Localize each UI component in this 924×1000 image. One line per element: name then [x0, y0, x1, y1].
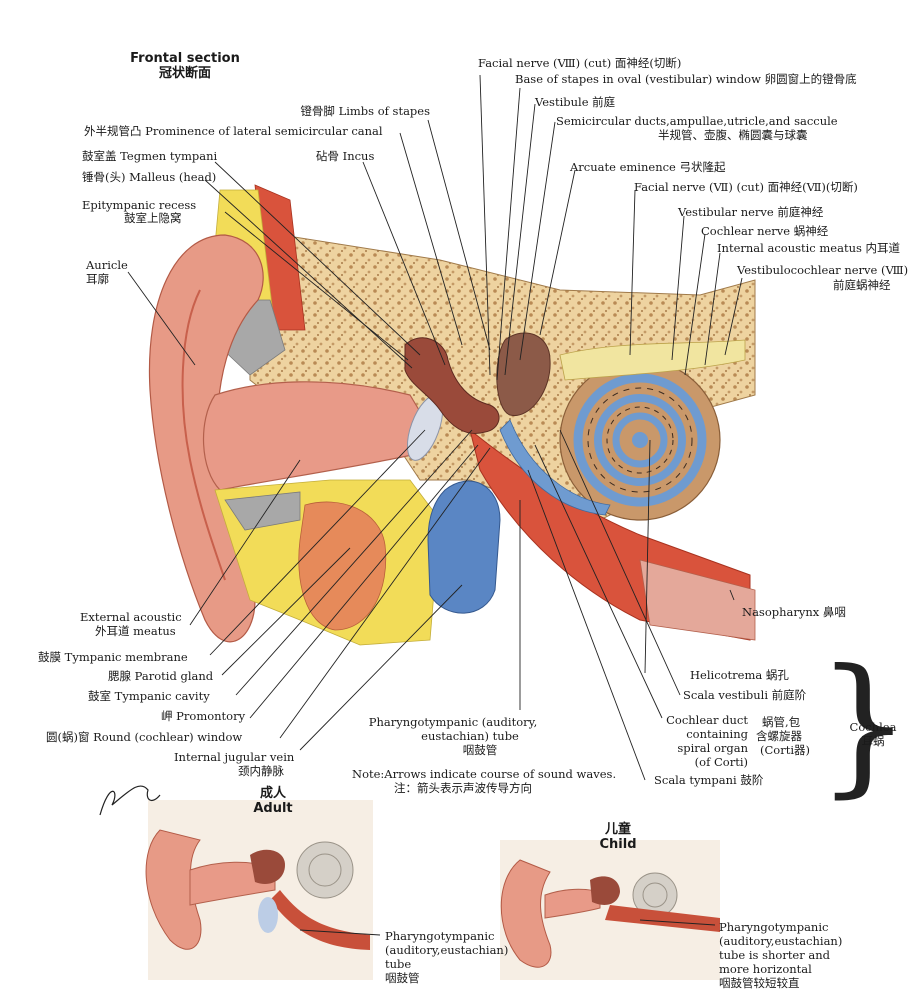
label-facial-nerve-right: Facial nerve (Ⅶ) (cut) 面神经(Ⅶ)(切断) — [634, 180, 858, 194]
label-helicotrema: Helicotrema 蜗孔 — [690, 668, 789, 682]
label-scala-tympani: Scala tympani 鼓阶 — [654, 773, 764, 787]
cochlea-brace: } — [816, 638, 912, 812]
label-limbs-of-stapes: 镫骨脚 Limbs of stapes — [300, 104, 430, 118]
label-vestibulocochlear-nerve: Vestibulocochlear nerve (Ⅷ) — [737, 263, 909, 277]
label-prominence-lateral-canal: 外半规管凸 Prominence of lateral semicircular… — [84, 124, 383, 138]
label-semicircular-ducts: Semicircular ducts,ampullae,utricle,and … — [556, 114, 838, 128]
main-section — [148, 184, 756, 646]
title-en: Frontal section — [130, 51, 240, 66]
title-zh: 冠状断面 — [158, 66, 211, 81]
label-semicircular-ducts-zh: 半规管、壶腹、椭圆囊与球囊 — [658, 128, 808, 142]
signature-mark — [99, 785, 161, 816]
child-inset — [500, 840, 720, 980]
label-auricle-zh: 耳廓 — [86, 272, 109, 286]
label-external-acoustic: External acoustic — [80, 610, 182, 624]
label-vestibule: Vestibule 前庭 — [535, 95, 616, 109]
label-promontory: 岬 Promontory — [161, 709, 246, 723]
label-cochlear-duct-4: (of Corti) — [694, 755, 748, 769]
jugular-vein-shape — [427, 480, 501, 614]
adult-inset — [145, 800, 381, 980]
label-cochlear-duct-zh-2: 含螺旋器 — [756, 729, 802, 743]
child-tube-label-1: Pharyngotympanic — [719, 920, 829, 934]
label-cochlea-zh: 耳蜗 — [861, 734, 885, 748]
label-nasopharynx: Nasopharynx 鼻咽 — [742, 605, 846, 619]
label-facial-nerve-top: Facial nerve (Ⅷ) (cut) 面神经(切断) — [478, 56, 682, 70]
nerve-bundle — [559, 339, 746, 381]
label-parotid-gland: 腮腺 Parotid gland — [108, 669, 214, 683]
label-epitympanic-recess: Epitympanic recess — [82, 198, 197, 212]
label-cochlear-duct-3: spiral organ — [677, 741, 748, 755]
child-title-en: Child — [599, 837, 637, 852]
note-en: Note:Arrows indicate course of sound wav… — [352, 767, 617, 781]
label-tegmen-tympani: 鼓室盖 Tegmen tympani — [82, 149, 218, 163]
ear-canal — [202, 381, 426, 491]
adult-title-en: Adult — [253, 801, 293, 816]
label-pharyngotympanic-main-2: eustachian) tube — [421, 729, 519, 743]
label-vestibulocochlear-nerve-zh: 前庭蜗神经 — [833, 278, 891, 292]
label-base-of-stapes: Base of stapes in oval (vestibular) wind… — [515, 72, 857, 86]
label-internal-acoustic-meatus: Internal acoustic meatus 内耳道 — [717, 241, 901, 255]
label-auricle: Auricle — [86, 258, 128, 272]
adult-tube-label-1: Pharyngotympanic — [385, 929, 495, 943]
child-title-zh: 儿童 — [604, 822, 631, 837]
label-internal-jugular: Internal jugular vein — [174, 750, 295, 764]
vestibule-shape — [496, 332, 551, 416]
child-tube-label-5: 咽鼓管较短较直 — [719, 976, 800, 990]
adult-tube-label-2: (auditory,eustachian) — [385, 943, 509, 957]
label-cochlear-duct-1: Cochlear duct — [666, 713, 748, 727]
label-vestibular-nerve: Vestibular nerve 前庭神经 — [678, 205, 824, 219]
label-cochlear-nerve: Cochlear nerve 蜗神经 — [701, 224, 829, 238]
label-tympanic-cavity: 鼓室 Tympanic cavity — [88, 689, 210, 703]
label-epitympanic-recess-zh: 鼓室上隐窝 — [124, 211, 182, 225]
cochlea-shape — [559, 359, 721, 521]
label-external-acoustic-zh: 外耳道 meatus — [95, 624, 176, 638]
label-cochlear-duct-zh-3: (Corti器) — [760, 743, 810, 757]
label-scala-vestibuli: Scala vestibuli 前庭阶 — [683, 688, 807, 702]
adult-title-zh: 成人 — [259, 786, 286, 801]
label-cochlea: Cochlea — [849, 720, 897, 734]
auricle-inner-fold — [181, 289, 226, 581]
label-internal-jugular-zh: 颈内静脉 — [238, 764, 284, 778]
child-tube-label-3: tube is shorter and — [719, 948, 831, 962]
parotid-gland-shape — [298, 501, 387, 631]
label-cochlear-duct-2: containing — [686, 727, 748, 741]
label-malleus: 锤骨(头) Malleus (head) — [82, 170, 217, 184]
adult-tube-label-4: 咽鼓管 — [385, 971, 420, 985]
label-arcuate-eminence: Arcuate eminence 弓状隆起 — [570, 160, 726, 174]
child-tube-label-4: more horizontal — [719, 962, 812, 976]
label-cochlear-duct-zh-1: 蜗管,包 — [762, 715, 801, 729]
label-round-window: 圆(蜗)窗 Round (cochlear) window — [46, 730, 243, 744]
leader-lines — [127, 74, 743, 781]
basal-turn — [499, 419, 611, 516]
label-pharyngotympanic-main-zh: 咽鼓管 — [462, 743, 498, 757]
adult-tube-label-3: tube — [385, 957, 412, 971]
note-zh: 注：箭头表示声波传导方向 — [394, 781, 532, 795]
label-incus: 砧骨 Incus — [316, 149, 375, 163]
lower-gray-bone — [224, 491, 301, 531]
label-pharyngotympanic-main: Pharyngotympanic (auditory, — [368, 715, 538, 729]
label-tympanic-membrane: 鼓膜 Tympanic membrane — [38, 650, 188, 664]
child-tube-label-2: (auditory,eustachian) — [719, 934, 843, 948]
ossicles-shape — [404, 337, 500, 434]
